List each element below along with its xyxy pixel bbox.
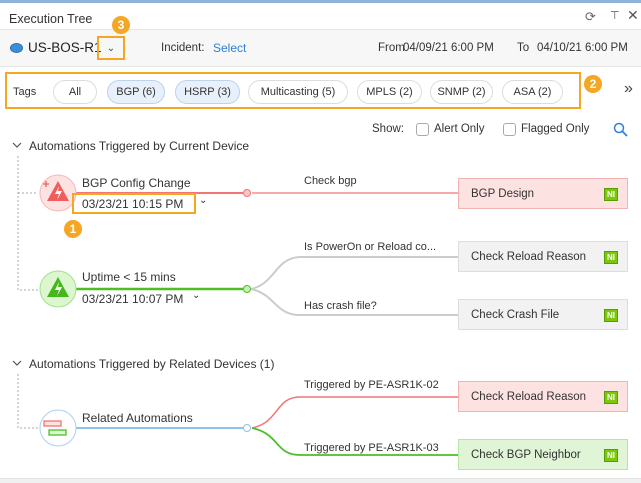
- close-icon[interactable]: ✕: [627, 7, 639, 23]
- from-date[interactable]: 04/09/21 6:00 PM: [403, 42, 494, 54]
- title-bar: Execution Tree ⟳ ⊤ ✕: [0, 3, 641, 30]
- branch-label: Triggered by PE-ASR1K-02: [304, 379, 439, 391]
- chevron-down-icon[interactable]: ⌄: [199, 195, 208, 206]
- section2-title[interactable]: Automations Triggered by Related Devices…: [29, 357, 275, 371]
- to-date[interactable]: 04/10/21 6:00 PM: [537, 42, 628, 54]
- flagged-only-checkbox[interactable]: [503, 123, 516, 136]
- pin-icon[interactable]: ⊤: [610, 10, 620, 22]
- related-branch-green: [251, 427, 458, 456]
- action-label: Check Reload Reason: [471, 390, 587, 403]
- action-label: Check Crash File: [471, 308, 560, 321]
- tag-multicasting[interactable]: Multicasting (5): [248, 80, 348, 104]
- ni-badge: NI: [604, 309, 618, 322]
- action-box[interactable]: Check Reload Reason NI: [458, 241, 628, 272]
- router-icon: [10, 43, 23, 53]
- action-label: BGP Design: [471, 187, 535, 200]
- ni-badge: NI: [604, 188, 618, 201]
- tag-label: HSRP (3): [184, 86, 231, 98]
- related-branch-red: [251, 396, 458, 429]
- incident-select-link[interactable]: Select: [213, 41, 247, 55]
- action-label: Check Reload Reason: [471, 250, 587, 263]
- alert-junction: [243, 189, 251, 197]
- tag-label: SNMP (2): [437, 86, 486, 98]
- ok-junction: [243, 285, 251, 293]
- branch-label: Triggered by PE-ASR1K-03: [304, 442, 439, 454]
- tag-bgp[interactable]: BGP (6): [107, 80, 165, 104]
- tag-hsrp[interactable]: HSRP (3): [175, 80, 240, 104]
- device-name: US-BOS-R1: [28, 40, 102, 55]
- action-box[interactable]: Check Reload Reason NI: [458, 381, 628, 412]
- action-box[interactable]: Check Crash File NI: [458, 299, 628, 330]
- section1-title[interactable]: Automations Triggered by Current Device: [29, 139, 250, 153]
- tag-label: MPLS (2): [366, 86, 413, 98]
- node-title[interactable]: Uptime < 15 mins: [82, 270, 176, 284]
- section2-chevron-icon: [12, 360, 22, 366]
- tag-snmp[interactable]: SNMP (2): [430, 80, 493, 104]
- refresh-icon[interactable]: ⟳: [585, 9, 596, 24]
- alert-only-label[interactable]: Alert Only: [434, 123, 485, 135]
- action-label: Check BGP Neighbor: [471, 448, 581, 461]
- tag-label: ASA (2): [513, 86, 552, 98]
- tag-label: Multicasting (5): [260, 86, 336, 98]
- node-title[interactable]: BGP Config Change: [82, 176, 191, 190]
- from-label: From: [378, 42, 405, 54]
- window-title: Execution Tree: [9, 12, 93, 26]
- search-icon[interactable]: [613, 122, 629, 138]
- alert-only-checkbox[interactable]: [416, 123, 429, 136]
- tag-label: All: [68, 86, 82, 98]
- tags-bar-highlight: [5, 72, 581, 109]
- action-box[interactable]: BGP Design NI: [458, 178, 628, 209]
- ni-badge: NI: [604, 391, 618, 404]
- incident-label: Incident:: [161, 42, 205, 54]
- callout-badge-2: 2: [584, 75, 602, 93]
- chevron-down-icon: ⌄: [106, 42, 116, 54]
- branch-line: [250, 256, 458, 290]
- node-time[interactable]: 03/23/21 10:07 PM: [82, 292, 184, 306]
- dotted-tree-line: [17, 156, 38, 291]
- ni-badge: NI: [604, 251, 618, 264]
- node-time[interactable]: 03/23/21 10:15 PM: [82, 197, 184, 211]
- action-box[interactable]: Check BGP Neighbor NI: [458, 439, 628, 470]
- branch-label: Has crash file?: [304, 300, 377, 312]
- to-label: To: [517, 42, 530, 54]
- window-top-border: [0, 0, 641, 3]
- bottom-border: [0, 478, 641, 483]
- branch-line: [250, 288, 458, 316]
- tags-label: Tags: [13, 86, 37, 98]
- section1-chevron-icon: [12, 142, 22, 148]
- branch-label: Check bgp: [304, 175, 357, 187]
- tag-all[interactable]: All: [53, 80, 97, 104]
- related-green-icon: [48, 429, 67, 436]
- related-red-icon: [43, 420, 62, 427]
- tag-mpls[interactable]: MPLS (2): [357, 80, 422, 104]
- dotted-tree-line: [17, 374, 38, 429]
- flagged-only-label[interactable]: Flagged Only: [521, 123, 590, 135]
- related-junction: [243, 424, 251, 432]
- node-title[interactable]: Related Automations: [82, 411, 193, 425]
- tag-label: BGP (6): [116, 86, 156, 98]
- callout-badge-1: 1: [64, 220, 82, 238]
- tag-asa[interactable]: ASA (2): [502, 80, 563, 104]
- device-dropdown-chevron[interactable]: ⌄: [97, 36, 125, 60]
- show-label: Show:: [372, 123, 404, 135]
- ni-badge: NI: [604, 449, 618, 462]
- more-tags-icon[interactable]: »: [624, 80, 633, 97]
- callout-badge-3: 3: [112, 16, 130, 34]
- time-highlight: [72, 193, 196, 214]
- branch-label: Is PowerOn or Reload co...: [304, 241, 437, 253]
- chevron-down-icon[interactable]: ⌄: [192, 290, 201, 301]
- asterisk-icon: [43, 181, 49, 187]
- related-node-circle: [39, 409, 77, 447]
